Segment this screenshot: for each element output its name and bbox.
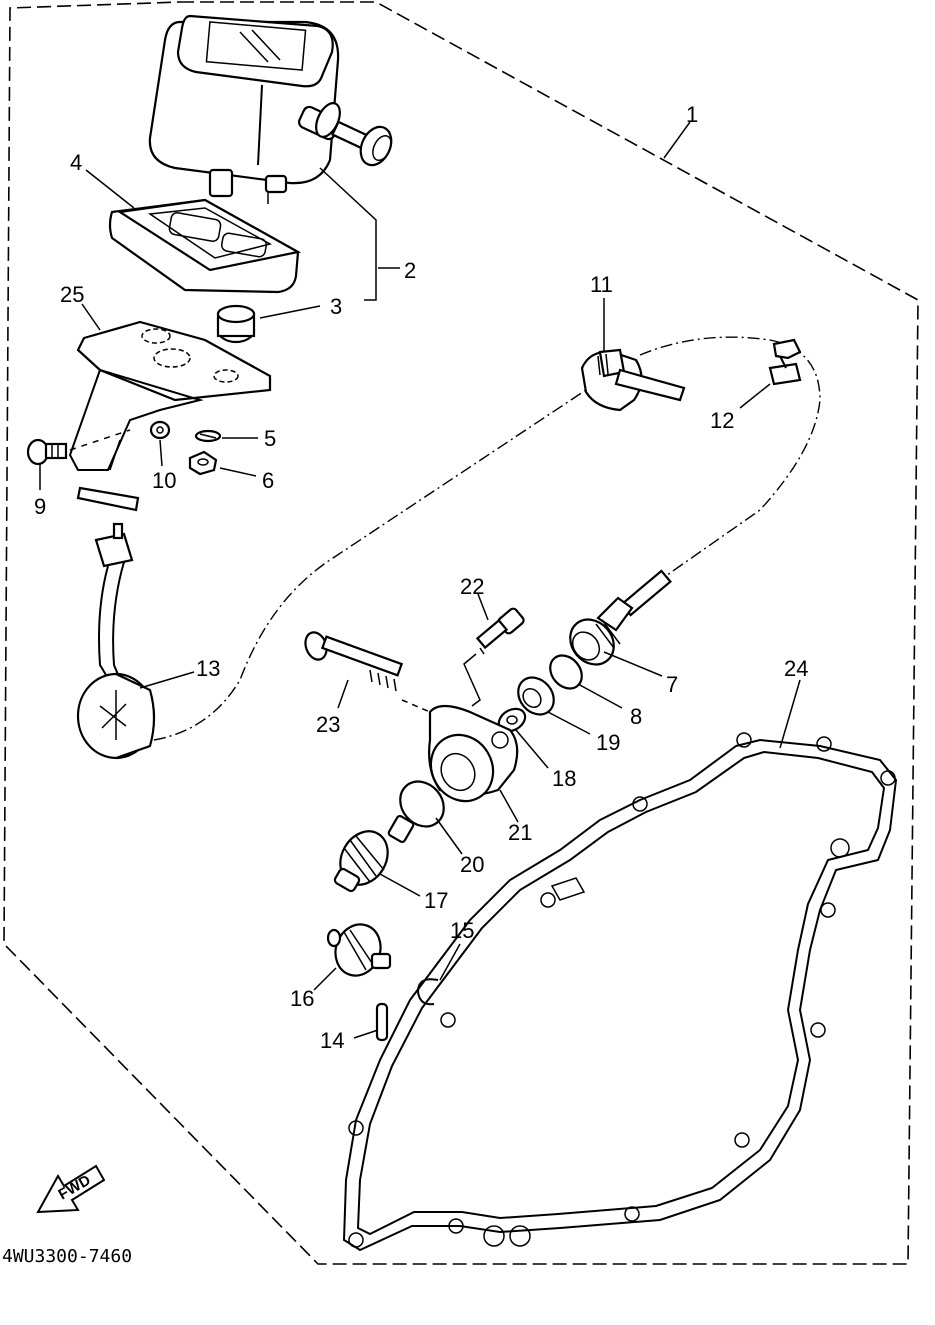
gear-housing-icon	[428, 704, 519, 803]
cable-fitting-icon	[569, 569, 672, 666]
callout-3: 3	[330, 294, 342, 319]
clip-icon	[768, 338, 802, 386]
grommet-icon	[216, 304, 256, 344]
callout-18: 18	[552, 766, 576, 791]
speedometer-icon	[148, 14, 393, 204]
screw-icon	[463, 607, 525, 707]
callout-9: 9	[34, 494, 46, 519]
o-ring-icon	[549, 654, 583, 690]
callout-6: 6	[262, 468, 274, 493]
callout-20: 20	[460, 852, 484, 877]
washer-icon	[194, 429, 222, 443]
callout-15: 15	[450, 918, 474, 943]
callout-labels: 1 2 3 4 5 6 7 8 9 10 11 12 13 14 15 16 1…	[34, 102, 808, 1053]
callout-11: 11	[590, 272, 613, 297]
nut-icon	[149, 420, 171, 440]
diagram-code: 4WU3300-7460	[2, 1246, 132, 1267]
callout-24: 24	[784, 656, 808, 681]
housing-o-ring-icon	[399, 780, 445, 828]
callout-4: 4	[70, 150, 82, 175]
callout-1: 1	[686, 102, 698, 127]
leader-lines	[39, 121, 801, 1039]
meter-base-icon	[108, 198, 302, 294]
callout-14: 14	[320, 1028, 344, 1053]
oil-seal-icon	[517, 676, 555, 716]
assembly-boundary	[3, 1, 919, 1265]
driven-gear-icon	[326, 923, 392, 977]
callout-12: 12	[710, 408, 734, 433]
callout-16: 16	[290, 986, 314, 1011]
hex-nut-icon	[188, 450, 218, 476]
callout-13: 13	[196, 656, 220, 681]
pin-icon	[375, 1002, 389, 1042]
callout-7: 7	[666, 672, 678, 697]
clamp-icon	[580, 348, 686, 412]
fwd-arrow-icon: FWD	[36, 1164, 106, 1214]
callout-25: 25	[60, 282, 84, 307]
cable-icon	[76, 336, 821, 760]
callout-21: 21	[508, 820, 532, 845]
callout-2: 2	[404, 258, 416, 283]
callout-8: 8	[630, 704, 642, 729]
gasket-icon	[342, 732, 898, 1252]
callout-23: 23	[316, 712, 340, 737]
bracket-icon	[68, 320, 272, 512]
callout-22: 22	[460, 574, 484, 599]
callout-19: 19	[596, 730, 620, 755]
circlip-icon	[416, 978, 439, 1006]
bolt-icon	[26, 429, 131, 466]
long-bolt-icon	[304, 631, 431, 713]
callout-5: 5	[264, 426, 276, 451]
callout-17: 17	[424, 888, 448, 913]
drive-gear-icon	[333, 814, 415, 893]
callout-10: 10	[152, 468, 176, 493]
